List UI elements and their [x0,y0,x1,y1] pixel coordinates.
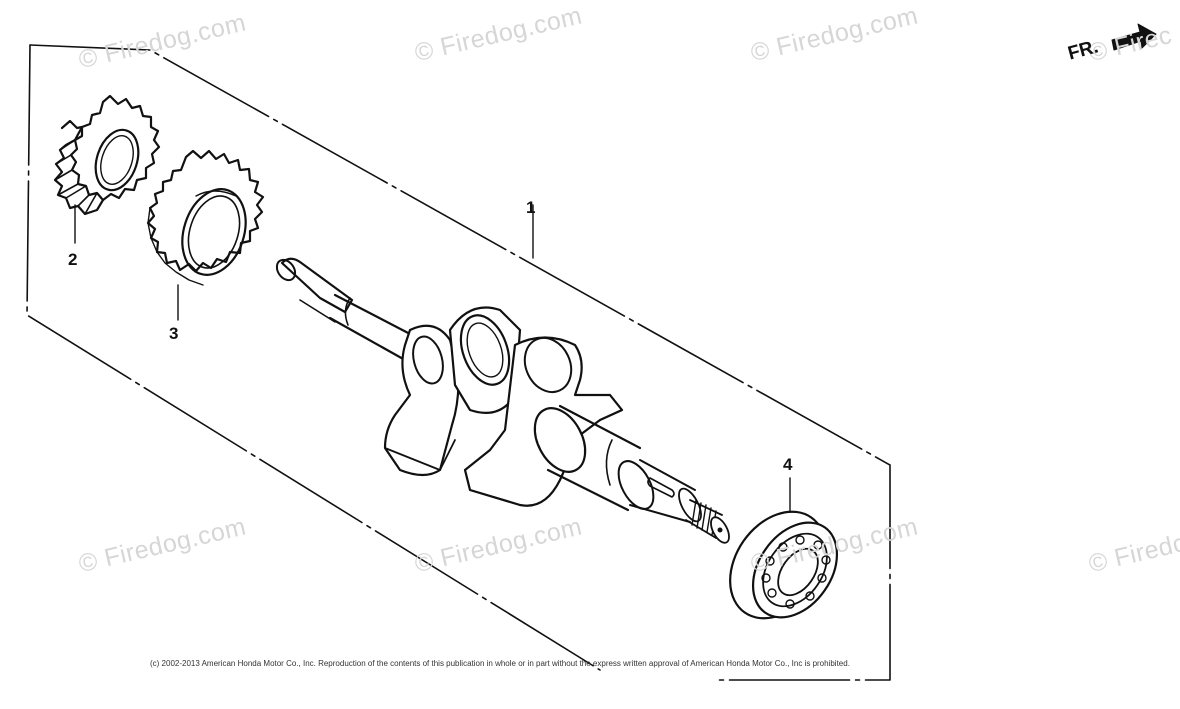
crankshaft-part-1 [275,204,730,544]
copyright-notice: (c) 2002-2013 American Honda Motor Co., … [150,659,850,668]
callout-1: 1 [526,198,536,217]
callout-3: 3 [169,324,179,343]
assembly-frame-left [26,44,601,671]
forward-arrow-icon [1111,23,1157,51]
bearing-part-4 [729,477,839,620]
gear-part-3 [146,149,265,321]
assembly-frame [29,44,891,681]
callout-4: 4 [783,455,793,474]
callout-2: 2 [68,250,78,269]
gear-part-2 [53,94,161,244]
